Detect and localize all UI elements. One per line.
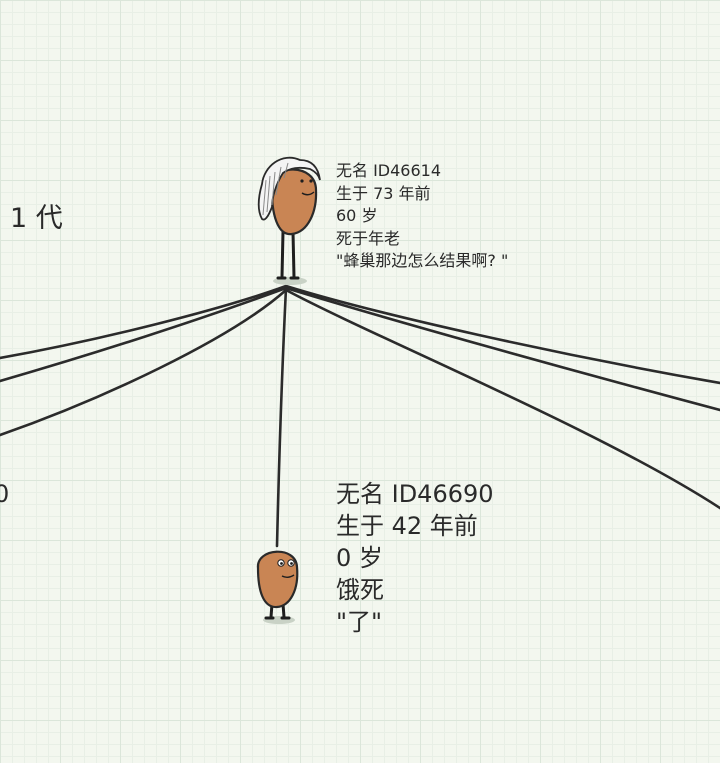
parent-character[interactable] xyxy=(257,156,321,285)
lineage-line xyxy=(275,286,288,548)
child-info: 无名 ID46690 生于 42 年前 0 岁 饿死 "了" xyxy=(336,478,494,638)
parent-hair-strands xyxy=(262,162,289,216)
child-body xyxy=(256,550,299,609)
parent-death-cause: 死于年老 xyxy=(336,228,401,248)
child-character[interactable] xyxy=(256,550,299,624)
lineage-line xyxy=(284,284,720,385)
parent-info: 无名 ID46614 生于 73 年前 60 岁 死于年老 "蜂巢那边怎么结果啊… xyxy=(336,160,508,273)
lineage-lines xyxy=(0,284,720,548)
lineage-line xyxy=(0,284,288,360)
child-born: 生于 42 年前 xyxy=(336,512,478,540)
parent-quote: "蜂巢那边怎么结果啊? " xyxy=(336,251,509,270)
parent-name: 无名 ID46614 xyxy=(336,161,442,180)
parent-born: 生于 73 年前 xyxy=(336,183,431,203)
child-quote: "了" xyxy=(336,608,383,636)
parent-age: 60 岁 xyxy=(336,206,378,225)
offscreen-sibling-line-2: 前 xyxy=(0,510,9,542)
offscreen-sibling-line-1: 0 xyxy=(0,480,10,508)
child-death-cause: 饿死 xyxy=(336,576,384,604)
generation-label: 1 代 xyxy=(10,203,63,234)
parent-face xyxy=(300,179,315,196)
lineage-line xyxy=(284,288,720,510)
child-name: 无名 ID46690 xyxy=(336,480,494,508)
parent-legs xyxy=(276,230,300,280)
child-face xyxy=(277,559,295,578)
lineage-line xyxy=(284,286,720,412)
parent-long-hair xyxy=(257,156,321,221)
lineage-line xyxy=(0,288,288,437)
child-age: 0 岁 xyxy=(336,544,383,572)
offscreen-sibling-info: 0 前 xyxy=(0,478,9,542)
lineage-line xyxy=(0,286,288,383)
